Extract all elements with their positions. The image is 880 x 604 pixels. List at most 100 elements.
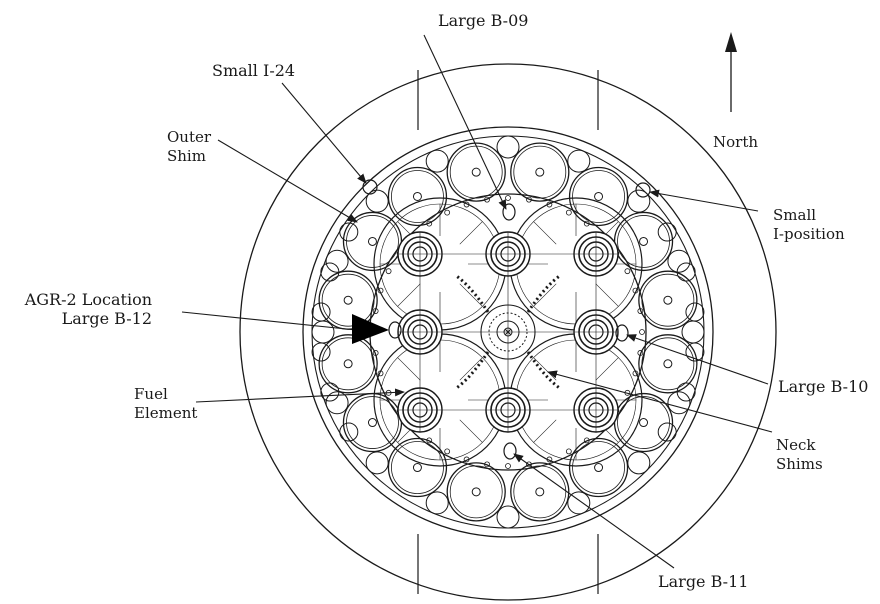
- belt-dot: [637, 308, 644, 314]
- label-outer-shim-line2: Shim: [167, 147, 206, 165]
- label-large-b10: Large B-10: [778, 377, 869, 396]
- small-positions: [311, 135, 705, 529]
- reflector-hole: [657, 222, 677, 242]
- belt-dot: [444, 448, 451, 455]
- small-i24-position: [362, 179, 378, 195]
- north-arrow: [725, 32, 737, 112]
- leader-agr2: [181, 311, 357, 331]
- belt-dot: [624, 268, 631, 275]
- reflector-hole: [339, 422, 359, 442]
- leader-outer-shim: [217, 139, 358, 223]
- belt-dot: [637, 350, 644, 356]
- outer-shim-drum: [342, 392, 403, 453]
- label-small-i24: Small I-24: [212, 61, 296, 80]
- small-i-hole: [681, 320, 705, 344]
- label-fuel-element: Fuel Element: [134, 385, 197, 423]
- label-neck-shims-line1: Neck: [776, 436, 816, 454]
- outer-vessel-ring: [239, 63, 777, 601]
- label-north: North: [713, 133, 759, 151]
- reflector-hole: [685, 342, 705, 362]
- small-i-hole: [311, 320, 335, 344]
- label-outer-shim: Outer Shim: [167, 128, 211, 166]
- outer-shim-drum: [613, 211, 674, 272]
- label-small-i-position: Small I-position: [773, 206, 845, 244]
- leader-large-b09: [423, 34, 507, 210]
- reflector-hole: [311, 302, 331, 322]
- label-agr2-line1: AGR-2 Location: [24, 290, 152, 309]
- outer-shim-drum: [613, 392, 674, 453]
- reflector-hole: [339, 222, 359, 242]
- outer-shim-drum: [638, 334, 698, 394]
- label-small-i-position-line1: Small: [773, 206, 817, 224]
- label-neck-shims-line2: Shims: [776, 455, 823, 473]
- label-fuel-line2: Element: [134, 404, 198, 422]
- small-i-hole: [425, 149, 449, 173]
- belt-dot: [526, 461, 532, 468]
- belt-dot: [484, 461, 490, 468]
- reflector-hole: [676, 262, 696, 282]
- reflector-hole: [676, 382, 696, 402]
- vessel-gap-south: [417, 534, 599, 594]
- label-fuel-line1: Fuel: [134, 385, 168, 403]
- outer-shim-drum: [387, 437, 448, 498]
- small-i-hole: [627, 451, 651, 475]
- belt-dot: [444, 209, 451, 216]
- reflector-hole: [685, 302, 705, 322]
- label-large-b11: Large B-11: [658, 572, 749, 591]
- large-b10-position: [615, 324, 629, 342]
- small-i-hole: [365, 451, 389, 475]
- neck-shims: [454, 273, 562, 391]
- outer-shim-drum: [568, 166, 629, 227]
- small-i-hole: [667, 391, 691, 415]
- outer-shim-drum: [638, 270, 698, 330]
- outer-shim-drum: [387, 166, 448, 227]
- center-flux-trap: [480, 304, 536, 360]
- large-b11-position: [503, 442, 517, 460]
- label-neck-shims: Neck Shims: [776, 436, 823, 474]
- leader-large-b11: [513, 453, 675, 569]
- leader-neck-shims: [547, 370, 773, 433]
- belt-dot: [372, 308, 379, 314]
- small-i-hole: [667, 249, 691, 273]
- leader-small-i24: [281, 82, 367, 184]
- leader-fuel-element: [195, 388, 405, 403]
- belt-dot: [385, 268, 392, 275]
- outer-shim-drum: [510, 142, 570, 202]
- outer-shim-drum: [318, 270, 378, 330]
- small-i-hole: [325, 391, 349, 415]
- belt-dot: [565, 209, 572, 216]
- belt-dot: [565, 448, 572, 455]
- belt-dot: [583, 437, 590, 444]
- belt-dot: [484, 196, 490, 203]
- small-i-hole: [425, 491, 449, 515]
- reflector-outer-ring: [302, 126, 714, 538]
- belt-dot: [583, 220, 590, 227]
- belt-dot: [639, 329, 645, 335]
- label-agr2-location: AGR-2 Location Large B-12: [6, 290, 152, 328]
- reflector-hole: [320, 382, 340, 402]
- belt-dot: [526, 196, 532, 203]
- leader-large-b10: [626, 334, 769, 385]
- small-i-hole: [567, 149, 591, 173]
- belt-dot: [426, 437, 433, 444]
- large-b09-position: [502, 203, 516, 221]
- agr2-arrowhead: [352, 314, 389, 344]
- outer-shim-drum: [510, 462, 570, 522]
- belt-dot: [505, 463, 511, 469]
- label-agr2-line2: Large B-12: [61, 309, 152, 328]
- outer-shim-drum: [446, 462, 506, 522]
- small-i-hole: [325, 249, 349, 273]
- reflector-hole: [657, 422, 677, 442]
- outer-shim-drum: [568, 437, 629, 498]
- leader-small-i-position: [649, 189, 759, 212]
- outer-shim-drum: [318, 334, 378, 394]
- small-i-hole: [496, 135, 520, 159]
- label-outer-shim-line1: Outer: [167, 128, 212, 146]
- belt-dot: [372, 350, 379, 356]
- small-i-hole: [627, 189, 651, 213]
- fuel-elements: [397, 231, 619, 433]
- outer-shim-drum: [342, 211, 403, 272]
- belt-dot: [505, 195, 511, 201]
- belt-dot: [426, 220, 433, 227]
- label-small-i-position-line2: I-position: [773, 225, 845, 243]
